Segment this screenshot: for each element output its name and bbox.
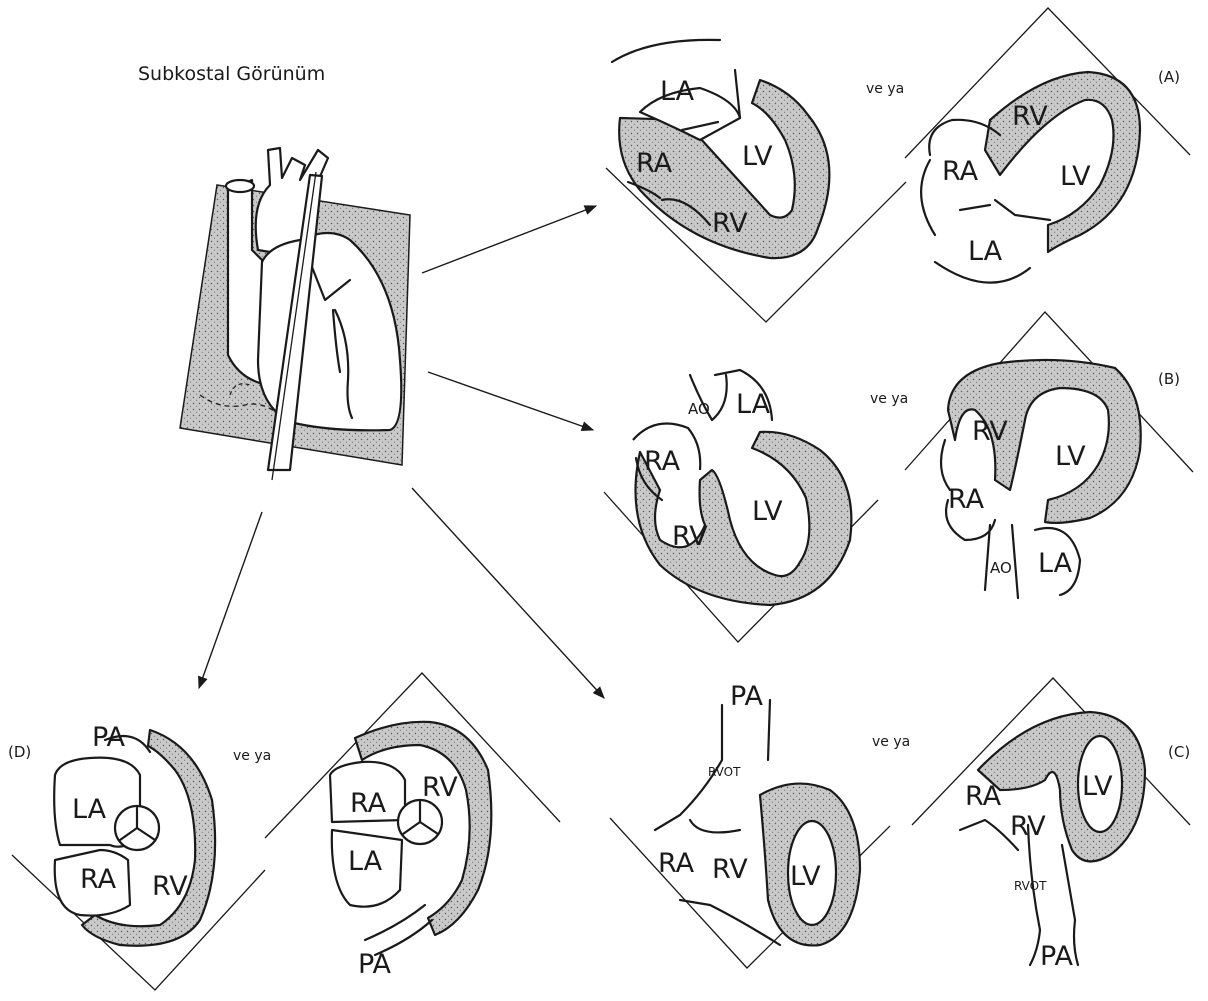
label-lv: LV — [1082, 771, 1113, 802]
panel-label-a: (A) — [1158, 68, 1180, 86]
label-rvot: RVOT — [1014, 879, 1047, 893]
label-lv: LV — [742, 141, 773, 172]
label-la: LA — [1038, 548, 1073, 579]
label-pa: PA — [358, 949, 392, 980]
label-la: LA — [72, 794, 107, 825]
figure-title: Subkostal Görünüm — [138, 63, 325, 85]
view-b-left: AO LA RA RV LV — [604, 370, 878, 642]
label-la: LA — [660, 76, 695, 107]
label-lv: LV — [752, 496, 783, 527]
label-rv: RV — [712, 854, 748, 885]
label-lv: LV — [1060, 161, 1091, 192]
panel-label-c: (C) — [1168, 743, 1190, 761]
view-c-right: RA RV LV RVOT PA — [912, 678, 1190, 972]
label-lv: LV — [790, 861, 821, 892]
label-rv: RV — [152, 871, 188, 902]
label-la: LA — [968, 236, 1003, 267]
panel-label-d: (D) — [8, 743, 31, 761]
label-rv: RV — [1012, 101, 1048, 132]
sector-lines — [905, 312, 1193, 472]
connector-text-b: ve ya — [870, 391, 908, 407]
arrow-to-view-b — [428, 372, 593, 430]
label-rv: RV — [672, 521, 708, 552]
arrow-to-view-a — [422, 206, 596, 273]
sector-lines — [12, 855, 265, 990]
arrow-to-view-c — [412, 488, 604, 698]
label-ra: RA — [80, 864, 117, 895]
label-ra: RA — [658, 848, 695, 879]
label-la: LA — [736, 389, 771, 420]
label-rv: RV — [972, 416, 1008, 447]
label-rv: RV — [1010, 811, 1046, 842]
connector-text-d: ve ya — [233, 748, 271, 764]
label-pa: PA — [730, 681, 764, 712]
view-a-left: LA RA LV RV — [606, 40, 906, 322]
label-pa: PA — [1040, 941, 1074, 972]
label-ra: RA — [965, 781, 1002, 812]
view-a-right: RV RA LV LA — [905, 8, 1190, 283]
heart-illustration — [180, 148, 410, 480]
connector-text-c: ve ya — [872, 734, 910, 750]
label-ra: RA — [636, 148, 673, 179]
label-ra: RA — [942, 156, 979, 187]
label-ra: RA — [350, 788, 387, 819]
label-la: LA — [348, 846, 383, 877]
label-rvot: RVOT — [708, 765, 741, 779]
view-d-right: RA RV LA PA — [265, 673, 560, 980]
connector-text-a: ve ya — [866, 81, 904, 97]
view-b-right: RV LV RA AO LA — [905, 312, 1193, 598]
label-ao: AO — [990, 559, 1012, 577]
panel-label-b: (B) — [1158, 370, 1180, 388]
arrow-to-view-d — [199, 512, 262, 688]
view-c-left: PA RVOT RA RV LV — [610, 681, 890, 968]
label-ra: RA — [948, 484, 985, 515]
label-rv: RV — [712, 208, 748, 239]
label-ra: RA — [644, 446, 681, 477]
label-rv: RV — [422, 772, 458, 803]
view-d-left: PA LA RA RV — [12, 722, 265, 990]
label-lv: LV — [1055, 441, 1086, 472]
label-ao: AO — [688, 400, 710, 418]
label-pa: PA — [92, 722, 126, 753]
